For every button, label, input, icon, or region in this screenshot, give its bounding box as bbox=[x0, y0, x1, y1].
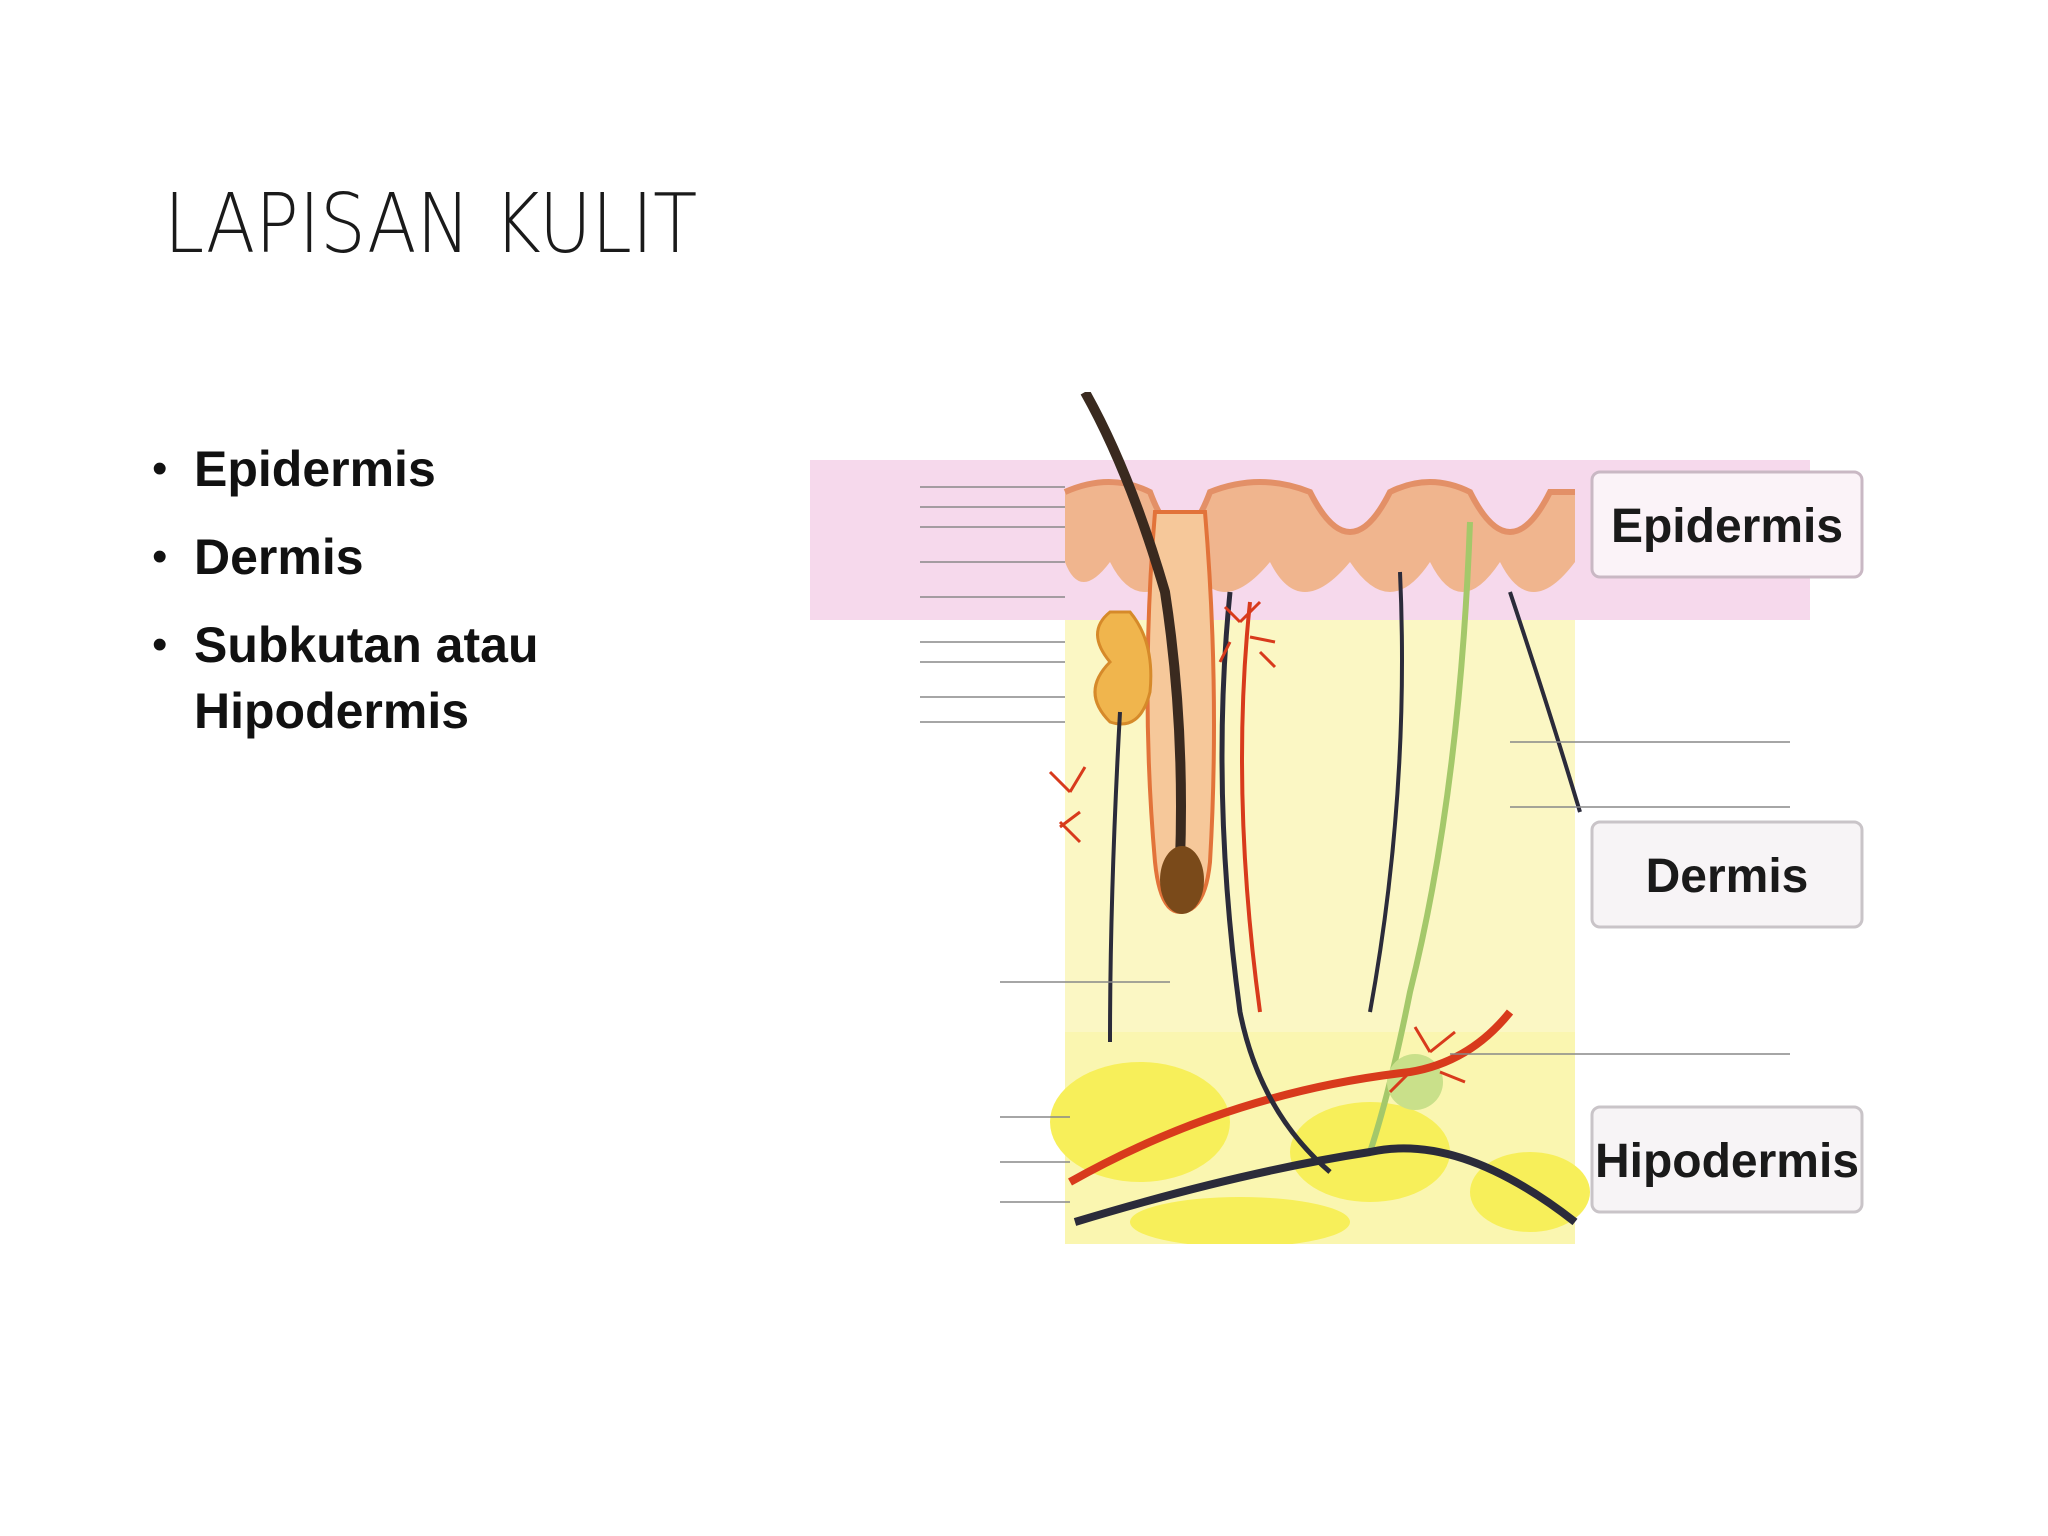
bullet-text: Dermis bbox=[194, 529, 364, 585]
bullet-text: Subkutan atau Hipodermis bbox=[194, 617, 539, 739]
label-box-dermis: Dermis bbox=[1590, 820, 1864, 929]
bullet-item-hipodermis: • Subkutan atau Hipodermis bbox=[152, 612, 772, 744]
label-text-dermis: Dermis bbox=[1646, 850, 1809, 903]
hair-shaft bbox=[1080, 392, 1186, 863]
nerve-branch bbox=[1368, 571, 1404, 1013]
nerve-fiber bbox=[1367, 521, 1473, 1153]
leader-lines-left bbox=[920, 486, 1170, 1203]
hair-bulb bbox=[1160, 846, 1204, 914]
sebaceous-gland bbox=[1093, 610, 1153, 726]
artery bbox=[1068, 1009, 1514, 1186]
vessel-branch bbox=[1108, 711, 1122, 1043]
leader-lines-right bbox=[1450, 741, 1790, 1055]
label-box-hipodermis: Hipodermis bbox=[1590, 1105, 1864, 1214]
label-box-epidermis: Epidermis bbox=[1590, 470, 1864, 579]
bullet-list: • Epidermis • Dermis • Subkutan atau Hip… bbox=[152, 436, 772, 766]
bullet-dot-icon: • bbox=[152, 444, 168, 493]
fat-lobule bbox=[1130, 1197, 1350, 1244]
bullet-text: Epidermis bbox=[194, 441, 436, 497]
label-text-epidermis: Epidermis bbox=[1611, 500, 1843, 553]
capillary-cluster bbox=[1048, 600, 1466, 1094]
vein bbox=[1073, 1144, 1578, 1226]
nerve-branch bbox=[1508, 591, 1582, 813]
label-text-hipodermis: Hipodermis bbox=[1595, 1135, 1859, 1188]
vessel-branch bbox=[1240, 601, 1262, 1013]
bullet-item-epidermis: • Epidermis bbox=[152, 436, 772, 502]
skin-layers-diagram: Epidermis Dermis Hipodermis bbox=[810, 392, 1916, 1244]
vessel-branch bbox=[1219, 591, 1332, 1174]
bullet-dot-icon: • bbox=[152, 532, 168, 581]
bullet-item-dermis: • Dermis bbox=[152, 524, 772, 590]
slide-title: LAPISAN KULIT bbox=[164, 177, 698, 272]
bullet-dot-icon: • bbox=[152, 620, 168, 669]
fat-lobule bbox=[1050, 1062, 1230, 1182]
epidermis-edge bbox=[1063, 479, 1575, 535]
skin-diagram-svg: Epidermis Dermis Hipodermis bbox=[810, 392, 1864, 1244]
